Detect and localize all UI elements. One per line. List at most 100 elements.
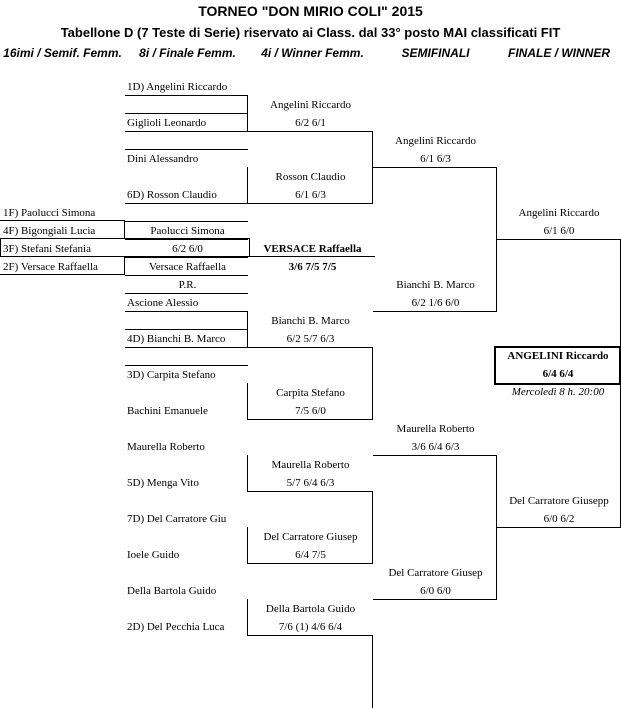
bracket-line: [497, 239, 621, 240]
r2-score: 6/4 7/5: [295, 549, 326, 561]
bracket-line: [125, 365, 248, 366]
finalist: Del Carratore Giusepp: [509, 495, 609, 507]
r2-score: 5/7 6/4 6/3: [286, 477, 335, 489]
entrant: 6D) Rosson Claudio: [127, 189, 217, 201]
round-header-r3: 4i / Winner Femm.: [261, 46, 364, 60]
bracket-line: [125, 239, 248, 240]
r2-winner: Angelini Riccardo: [270, 99, 351, 111]
bracket-line: [0, 220, 125, 221]
bracket-line: [372, 347, 373, 420]
bracket-line: [372, 491, 373, 564]
bracket-line: [247, 311, 248, 348]
women-winner: VERSACE Raffaella: [263, 243, 362, 255]
r3-score: 3/6 6/4 6/3: [411, 441, 460, 453]
finalist: Angelini Riccardo: [518, 207, 600, 219]
r2-winner: Rosson Claudio: [275, 171, 346, 183]
r2-winner: Della Bartola Guido: [265, 603, 356, 615]
champion-score: 6/4 6/4: [542, 368, 574, 380]
bracket-line: [247, 167, 248, 204]
bracket-line: [373, 599, 497, 600]
bracket-line: [125, 329, 248, 330]
women-semi-score: 6/2 6/0: [172, 243, 203, 255]
tournament-title: TORNEO "DON MIRIO COLI" 2015: [198, 3, 423, 19]
r2-score: 6/2 6/1: [295, 117, 326, 129]
r3-winner: Bianchi B. Marco: [396, 279, 475, 291]
r2-winner: Del Carratore Giusep: [263, 531, 358, 543]
bracket-line: [125, 203, 248, 204]
r3-winner: Del Carratore Giusep: [388, 567, 483, 579]
bracket-line: [125, 311, 248, 312]
entrant: 7D) Del Carratore Giu: [127, 513, 227, 525]
r2-score: 6/2 5/7 6/3: [286, 333, 335, 345]
bracket-line: [250, 256, 375, 257]
bracket-subtitle: Tabellone D (7 Teste di Serie) riservato…: [60, 25, 561, 40]
bracket-line: [496, 167, 497, 312]
entrant: Ioele Guido: [127, 549, 180, 561]
champion-box: [494, 346, 621, 385]
r2-winner: Bianchi B. Marco: [271, 315, 350, 327]
bracket-line: [248, 131, 373, 132]
women-entrant: 4F) Bigongiali Lucia: [3, 225, 96, 237]
bracket-line: [373, 167, 497, 168]
entrant: Ascione Alessio: [127, 297, 199, 309]
bracket-line: [125, 221, 248, 222]
bracket-line: [125, 257, 248, 258]
bracket-line: [125, 113, 248, 114]
bracket-line: [247, 599, 248, 636]
bracket-line: [496, 455, 497, 600]
bracket-line: [248, 347, 373, 348]
round-header-semifinals: SEMIFINALI: [401, 46, 470, 60]
bracket-sheet: TORNEO "DON MIRIO COLI" 2015 Tabellone D…: [0, 3, 621, 708]
bracket-line: [247, 527, 248, 564]
bracket-line: [0, 256, 125, 257]
entrant: Bachini Emanuele: [127, 405, 208, 417]
r2-winner: Carpita Stefano: [276, 387, 345, 399]
bracket-line: [248, 635, 373, 636]
bracket-line: [247, 383, 248, 420]
entrant: Dini Alessandro: [127, 153, 199, 165]
entrant: 4D) Bianchi B. Marco: [127, 333, 226, 345]
entrant: Giglioli Leonardo: [127, 117, 207, 129]
r3-score: 6/1 6/3: [420, 153, 451, 165]
bracket-line: [373, 311, 497, 312]
entrant: 5D) Menga Vito: [127, 477, 199, 489]
final-schedule: Mercoledì 8 h. 20:00: [511, 386, 605, 398]
bracket-line: [0, 238, 1, 257]
bracket-line: [125, 238, 250, 239]
entrant: 3D) Carpita Stefano: [127, 369, 216, 381]
bracket-line: [124, 220, 125, 239]
bracket-line: [248, 203, 373, 204]
bracket-line: [247, 95, 248, 132]
bracket-line: [124, 256, 125, 275]
women-note: P.R.: [178, 279, 197, 291]
round-header-final: FINALE / WINNER: [508, 46, 610, 60]
bracket-line: [249, 238, 250, 257]
women-entrant: 2F) Versace Raffaella: [3, 261, 98, 273]
entrant: 2D) Del Pecchia Luca: [127, 621, 225, 633]
r2-winner: Maurella Roberto: [271, 459, 350, 471]
bracket-line: [125, 347, 248, 348]
bracket-line: [125, 149, 248, 150]
bracket-line: [0, 274, 125, 275]
entrant: Della Bartola Guido: [127, 585, 217, 597]
r3-score: 6/2 1/6 6/0: [411, 297, 460, 309]
champion-name: ANGELINI Riccardo: [507, 350, 609, 362]
entrant: 1D) Angelini Riccardo: [127, 81, 228, 93]
finalist-score: 6/0 6/2: [543, 513, 575, 525]
women-finalist: Paolucci Simona: [150, 225, 225, 237]
bracket-line: [248, 419, 373, 420]
entrant: Maurella Roberto: [127, 441, 205, 453]
women-entrant: 1F) Paolucci Simona: [3, 207, 96, 219]
bracket-line: [247, 455, 248, 492]
r3-winner: Maurella Roberto: [396, 423, 475, 435]
women-entrant: 3F) Stefani Stefania: [3, 243, 91, 255]
bracket-line: [248, 563, 373, 564]
r2-score: 7/5 6/0: [295, 405, 326, 417]
bracket-line: [125, 95, 248, 96]
bracket-line: [372, 131, 373, 204]
r2-score: 7/6 (1) 4/6 6/4: [278, 621, 343, 633]
round-header-r1: 16imi / Semif. Femm.: [3, 46, 122, 60]
bracket-line: [372, 635, 373, 708]
bracket-line: [125, 131, 248, 132]
r3-winner: Angelini Riccardo: [395, 135, 476, 147]
